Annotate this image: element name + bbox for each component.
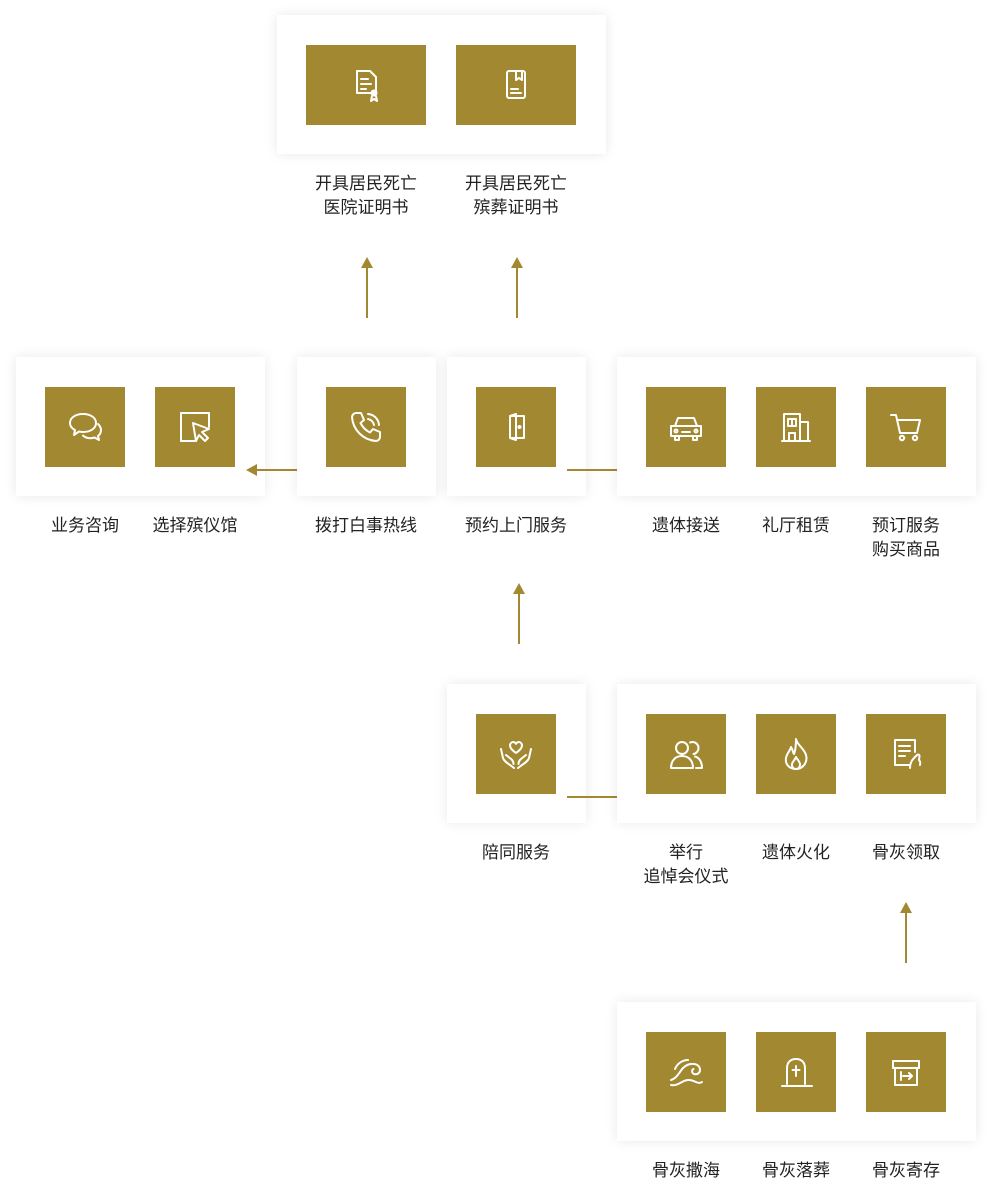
label-cremation: 遗体火化 xyxy=(762,843,830,863)
label-consult: 业务咨询 xyxy=(51,516,119,536)
tile-consult[interactable] xyxy=(45,387,125,467)
door-icon xyxy=(509,413,525,441)
label-transport: 遗体接送 xyxy=(652,516,720,536)
label-hall-rental: 礼厅租赁 xyxy=(762,516,830,536)
arrow-accompany-to-home xyxy=(513,583,525,644)
label-line-2: 追悼会仪式 xyxy=(643,867,729,887)
flame-icon xyxy=(784,738,808,770)
storage-box-icon xyxy=(892,1060,920,1086)
label-line-1: 举行 xyxy=(669,843,703,863)
cursor-select-icon xyxy=(180,412,210,442)
label-memorial: 举行 追悼会仪式 xyxy=(616,841,756,889)
tile-hotline[interactable] xyxy=(326,387,406,467)
tile-memorial[interactable] xyxy=(646,714,726,794)
car-icon xyxy=(670,417,702,441)
label-line-2: 殡葬证明书 xyxy=(473,198,559,218)
label-line-1: 开具居民死亡 xyxy=(315,174,417,194)
label-line-2: 医院证明书 xyxy=(323,198,409,218)
certificate-icon xyxy=(356,70,378,102)
label-ash-collect: 骨灰领取 xyxy=(872,843,940,863)
tile-accompany[interactable] xyxy=(476,714,556,794)
label-sea-burial: 骨灰撒海 xyxy=(652,1161,720,1181)
tile-ash-collect[interactable] xyxy=(866,714,946,794)
shopping-cart-icon xyxy=(890,414,921,442)
tile-death-cert-hospital[interactable] xyxy=(306,45,426,125)
arrow-storage-to-collect xyxy=(900,902,912,963)
people-icon xyxy=(670,741,703,769)
label-death-cert-funeral: 开具居民死亡 殡葬证明书 xyxy=(446,172,586,220)
tile-transport[interactable] xyxy=(646,387,726,467)
label-death-cert-hospital: 开具居民死亡 医院证明书 xyxy=(296,172,436,220)
tile-home-service[interactable] xyxy=(476,387,556,467)
phone-ringing-icon xyxy=(351,412,381,442)
tile-cremation[interactable] xyxy=(756,714,836,794)
label-line-1: 预订服务 xyxy=(872,516,940,536)
label-line-2: 购买商品 xyxy=(872,540,940,560)
tile-order[interactable] xyxy=(866,387,946,467)
label-accompany: 陪同服务 xyxy=(482,843,550,863)
building-icon xyxy=(781,413,811,442)
label-choose-home: 选择殡仪馆 xyxy=(152,516,238,536)
label-ground-burial: 骨灰落葬 xyxy=(762,1161,830,1181)
tile-ash-storage[interactable] xyxy=(866,1032,946,1112)
tile-ground-burial[interactable] xyxy=(756,1032,836,1112)
document-book-icon xyxy=(506,70,526,99)
chat-bubbles-icon xyxy=(69,413,102,441)
document-hand-icon xyxy=(894,739,922,769)
label-line-1: 开具居民死亡 xyxy=(465,174,567,194)
wave-icon xyxy=(670,1059,703,1087)
tile-hall-rental[interactable] xyxy=(756,387,836,467)
label-hotline: 拨打白事热线 xyxy=(315,516,417,536)
tombstone-icon xyxy=(781,1058,813,1087)
tile-choose-home[interactable] xyxy=(155,387,235,467)
tile-sea-burial[interactable] xyxy=(646,1032,726,1112)
label-ash-storage: 骨灰寄存 xyxy=(872,1161,940,1181)
arrow-hotline-to-cert xyxy=(361,257,373,318)
label-home-service: 预约上门服务 xyxy=(465,516,567,536)
label-order: 预订服务 购买商品 xyxy=(836,514,976,562)
hands-heart-icon xyxy=(500,741,532,769)
tile-death-cert-funeral[interactable] xyxy=(456,45,576,125)
arrow-home-to-cert xyxy=(511,257,523,318)
arrow-hotline-to-consult xyxy=(246,464,315,476)
